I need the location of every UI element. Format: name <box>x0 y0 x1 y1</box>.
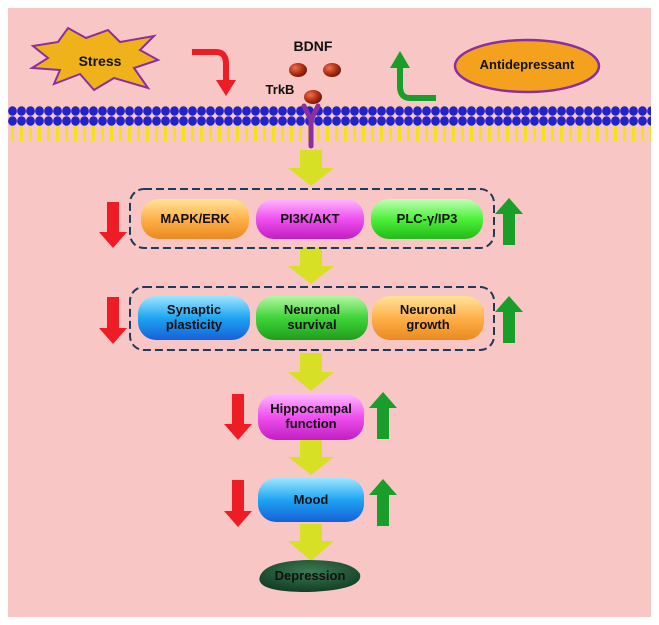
effect-label-line1: Neuronal <box>399 302 457 318</box>
flow-arrow-icon <box>288 248 334 284</box>
pill-hippocampal-function <box>258 394 364 440</box>
depression-label: Depression <box>274 567 346 583</box>
green-up-arrow-icon <box>495 296 523 343</box>
green-up-arrow-icon <box>369 392 397 439</box>
pathway-label-pi3k-akt: PI3K/AKT <box>280 210 340 226</box>
red-down-arrow-icon <box>99 202 127 248</box>
antidepressant-arrowhead-icon <box>390 51 410 68</box>
hippocampal-line2: function <box>285 416 337 431</box>
flow-arrows <box>288 150 334 561</box>
pathways-group-box <box>129 188 495 249</box>
pill-mood <box>258 478 364 522</box>
stress-starburst <box>28 26 161 92</box>
pathway-label-plc-ip3: PLC-γ/IP3 <box>396 210 458 226</box>
stress-label: Stress <box>78 53 122 69</box>
effect-label-line1: Neuronal <box>283 302 341 318</box>
red-down-arrow-icon <box>224 480 252 527</box>
depression-blob <box>259 560 361 592</box>
pill-pi3k-akt <box>256 199 364 239</box>
effect-label-line2: survival <box>287 317 337 332</box>
flow-arrow-icon <box>288 353 334 391</box>
effect-label-neuronal-survival: Neuronal survival <box>256 296 368 340</box>
antidepressant-label: Antidepressant <box>479 57 575 72</box>
pill-mapk-erk <box>141 199 249 239</box>
pathway-label-mapk-erk: MAPK/ERK <box>160 210 230 226</box>
bdnf-bound-molecule-icon <box>304 90 322 104</box>
pill-synaptic-plasticity <box>138 296 250 340</box>
green-up-arrow-icon <box>495 198 523 245</box>
hippocampal-line1: Hippocampal <box>270 401 352 417</box>
mood-label: Mood <box>293 491 329 507</box>
effect-label-neuronal-growth: Neuronal growth <box>372 296 484 340</box>
stress-inhibit-arrow <box>192 49 229 80</box>
antidepressant-enhance-arrow <box>397 66 436 101</box>
effect-label-line2: plasticity <box>165 317 223 332</box>
bdnf-molecule-icon <box>323 63 341 77</box>
diagram-graphics <box>8 26 651 592</box>
trkb-receptor-icon <box>301 103 321 149</box>
pill-plc-ip3 <box>371 199 483 239</box>
stress-arrowhead-icon <box>216 80 236 96</box>
diagram-canvas: Stress BDNF Antidepressant TrkB MAPK/ERK… <box>8 8 651 617</box>
flow-arrow-icon <box>288 150 334 186</box>
hippocampal-function-label: Hippocampal function <box>258 394 364 440</box>
pill-neuronal-growth <box>372 296 484 340</box>
effect-label-line2: growth <box>406 317 450 332</box>
green-up-arrow-icon <box>369 479 397 526</box>
effect-label-line1: Synaptic <box>166 302 222 318</box>
bdnf-label: BDNF <box>293 38 333 54</box>
antidepressant-ellipse <box>453 38 601 94</box>
flow-arrow-icon <box>288 524 334 561</box>
effect-label-synaptic-plasticity: Synaptic plasticity <box>138 296 250 340</box>
pill-neuronal-survival <box>256 296 368 340</box>
cell-membrane <box>8 105 651 141</box>
trkb-label: TrkB <box>265 82 295 97</box>
flow-arrow-icon <box>288 440 334 475</box>
red-down-arrow-icon <box>224 394 252 440</box>
effects-group-box <box>129 286 495 351</box>
red-down-arrow-icon <box>99 297 127 344</box>
bdnf-molecule-icon <box>289 63 307 77</box>
